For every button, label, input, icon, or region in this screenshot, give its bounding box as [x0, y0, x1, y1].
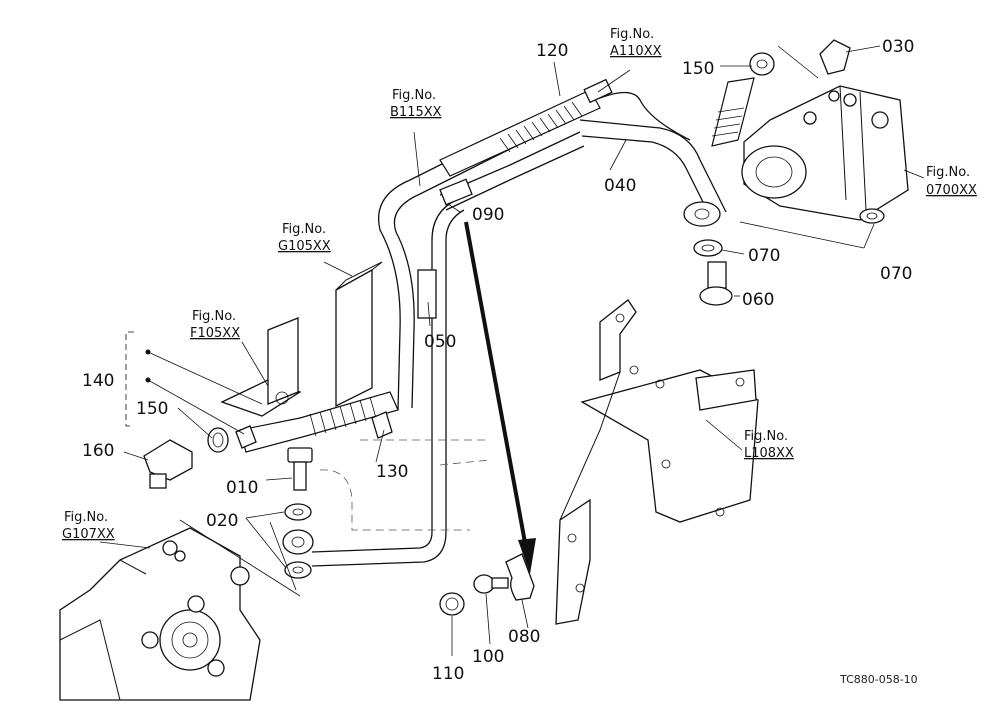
label-080: 080: [508, 627, 540, 647]
hose-130: [239, 391, 399, 453]
fig-label-f105: Fig.No.: [192, 309, 236, 324]
label-050: 050: [424, 332, 456, 352]
washer-020-bottom: [284, 561, 312, 579]
label-030: 030: [882, 37, 914, 57]
fig-ref-l108: L108XX: [744, 446, 794, 461]
clamp-150-right: [749, 52, 775, 76]
label-010: 010: [226, 478, 258, 498]
label-060: 060: [742, 290, 774, 310]
pump-0700: [741, 85, 909, 221]
fig-ref-0700: 0700XX: [926, 183, 977, 198]
assembly-arrow: [464, 221, 536, 574]
elbow-030: [819, 39, 851, 75]
drawing-code: TC880-058-10: [839, 673, 918, 686]
pipe-b115: [378, 109, 557, 411]
pipe-040: [579, 91, 727, 221]
label-110: 110: [432, 664, 464, 684]
fig-label-b115: Fig.No.: [392, 88, 436, 103]
label-040: 040: [604, 176, 636, 196]
label-150-left: 150: [136, 399, 168, 419]
leader-lines: [99, 45, 925, 656]
elbow-160: [143, 439, 193, 489]
connector-140: [235, 425, 257, 449]
fig-label-l108: Fig.No.: [744, 429, 788, 444]
fig-label-g105: Fig.No.: [282, 222, 326, 237]
bracket-l108: [555, 299, 759, 625]
fig-label-a110: Fig.No.: [610, 27, 654, 42]
label-150-right: 150: [682, 59, 714, 79]
banjo-050: [282, 529, 314, 555]
label-130: 130: [376, 462, 408, 482]
label-120: 120: [536, 41, 568, 61]
bracket-g105: [335, 261, 383, 408]
bolt-010: [287, 447, 313, 491]
pump-g107: [59, 527, 261, 701]
label-100: 100: [472, 647, 504, 667]
label-090: 090: [472, 205, 504, 225]
label-070-a: 070: [748, 246, 780, 266]
clip-080: [505, 553, 535, 601]
fig-ref-a110: A110XX: [610, 44, 662, 59]
pipe-090: [439, 131, 585, 211]
washer-070-a: [693, 239, 723, 257]
hose-top-right: [711, 77, 755, 147]
fig-ref-g107: G107XX: [62, 527, 115, 542]
bolt-060: [699, 261, 733, 306]
fig-label-0700: Fig.No.: [926, 165, 970, 180]
label-020: 020: [206, 511, 238, 531]
pipe-050: [311, 199, 465, 567]
bolt-100: [473, 574, 509, 594]
ghost-lines: [319, 439, 491, 531]
label-070-b: 070: [880, 264, 912, 284]
banjo-fitting: [683, 201, 721, 227]
washer-020-top: [284, 503, 312, 521]
nut-110: [439, 592, 465, 616]
fig-label-g107: Fig.No.: [64, 510, 108, 525]
fig-ref-f105: F105XX: [190, 326, 240, 341]
bracket-f105: [220, 317, 302, 417]
label-140: 140: [82, 371, 114, 391]
fig-ref-g105: G105XX: [278, 239, 331, 254]
washer-070-b: [859, 208, 885, 224]
clamp-150-left: [207, 427, 229, 453]
fig-ref-b115: B115XX: [390, 105, 442, 120]
label-160: 160: [82, 441, 114, 461]
hose-120: [439, 78, 613, 177]
